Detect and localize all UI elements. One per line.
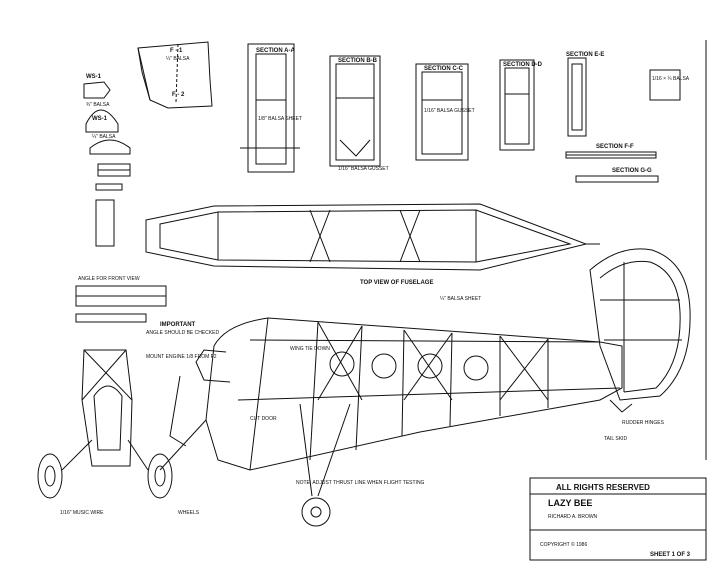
label-section-ff: SECTION F-F <box>596 144 634 150</box>
section-dd <box>499 59 535 151</box>
fuselage-side-view <box>159 317 623 471</box>
label-ws2-sub: ¼" BALSA <box>92 134 116 140</box>
label-note-aa: 1/8" BALSA SHEET <box>258 116 302 122</box>
label-mount-engine: MOUNT ENGINE 1/8 FROM F2 <box>146 354 217 360</box>
label-wheels: WHEELS <box>178 510 200 516</box>
label-ws1: WS-1 <box>86 74 102 80</box>
label-landing-gear: 1/16" MUSIC WIRE <box>60 510 104 516</box>
bulkhead-f1-f2 <box>137 41 213 109</box>
label-f2: F - 2 <box>172 92 185 98</box>
section-cc <box>415 63 469 161</box>
title-rights: ALL RIGHTS RESERVED <box>556 483 650 492</box>
label-wing-tie: WING TIE DOWN <box>290 346 330 352</box>
rudder <box>589 248 691 413</box>
label-note-bb: 1/16" BALSA GUSSET <box>338 166 389 172</box>
section-ff-gg <box>565 69 681 183</box>
label-section-gg: SECTION G-G <box>612 168 652 174</box>
label-f1: F - 1 <box>170 48 183 54</box>
label-important: IMPORTANT <box>160 322 196 328</box>
labels: F - 1 ¼" BALSA F - 2 WS-1 ¾" BALSA WS-1 … <box>60 48 691 558</box>
label-important-text: ANGLE SHOULD BE CHECKED <box>146 330 219 336</box>
landing-gear-side <box>299 403 351 527</box>
label-section-bb: SECTION B-B <box>338 58 378 64</box>
label-notes: NOTE: ADJUST THRUST LINE WHEN FLIGHT TES… <box>296 480 425 486</box>
label-angle-front: ANGLE FOR FRONT VIEW <box>78 276 140 282</box>
front-view <box>37 349 173 499</box>
label-note-ff: 1/16 × ¼ BALSA <box>652 76 690 82</box>
label-f1-sub: ¼" BALSA <box>166 56 190 62</box>
section-bb <box>329 55 381 167</box>
front-strips <box>75 285 167 323</box>
label-section-aa: SECTION A-A <box>256 48 295 54</box>
label-ws1-sub: ¾" BALSA <box>86 102 110 108</box>
section-aa <box>240 43 300 173</box>
fuselage-top-view <box>145 203 600 271</box>
title-subtitle: RICHARD A. BROWN <box>548 514 598 520</box>
label-tail-skid: TAIL SKID <box>604 436 627 442</box>
title-copyright: COPYRIGHT © 1986 <box>540 541 587 548</box>
title-name: LAZY BEE <box>548 498 592 508</box>
label-balsa-sheet: ¼" BALSA SHEET <box>440 296 481 302</box>
section-ee <box>567 57 587 137</box>
label-top-view: TOP VIEW OF FUSELAGE <box>360 280 433 286</box>
title-sheet: SHEET 1 OF 3 <box>650 552 691 558</box>
label-section-ee: SECTION E-E <box>566 52 604 58</box>
windshield-parts <box>83 81 131 247</box>
title-block <box>529 477 707 561</box>
label-ws2: WS-1 <box>92 116 108 122</box>
label-rudder-hinge: RUDDER HINGES <box>622 420 665 426</box>
label-note-cc: 1/16" BALSA GUSSET <box>424 108 475 114</box>
label-section-cc: SECTION C-C <box>424 66 464 72</box>
label-cut-door: CUT DOOR <box>250 416 277 422</box>
label-section-dd: SECTION D-D <box>503 62 543 68</box>
